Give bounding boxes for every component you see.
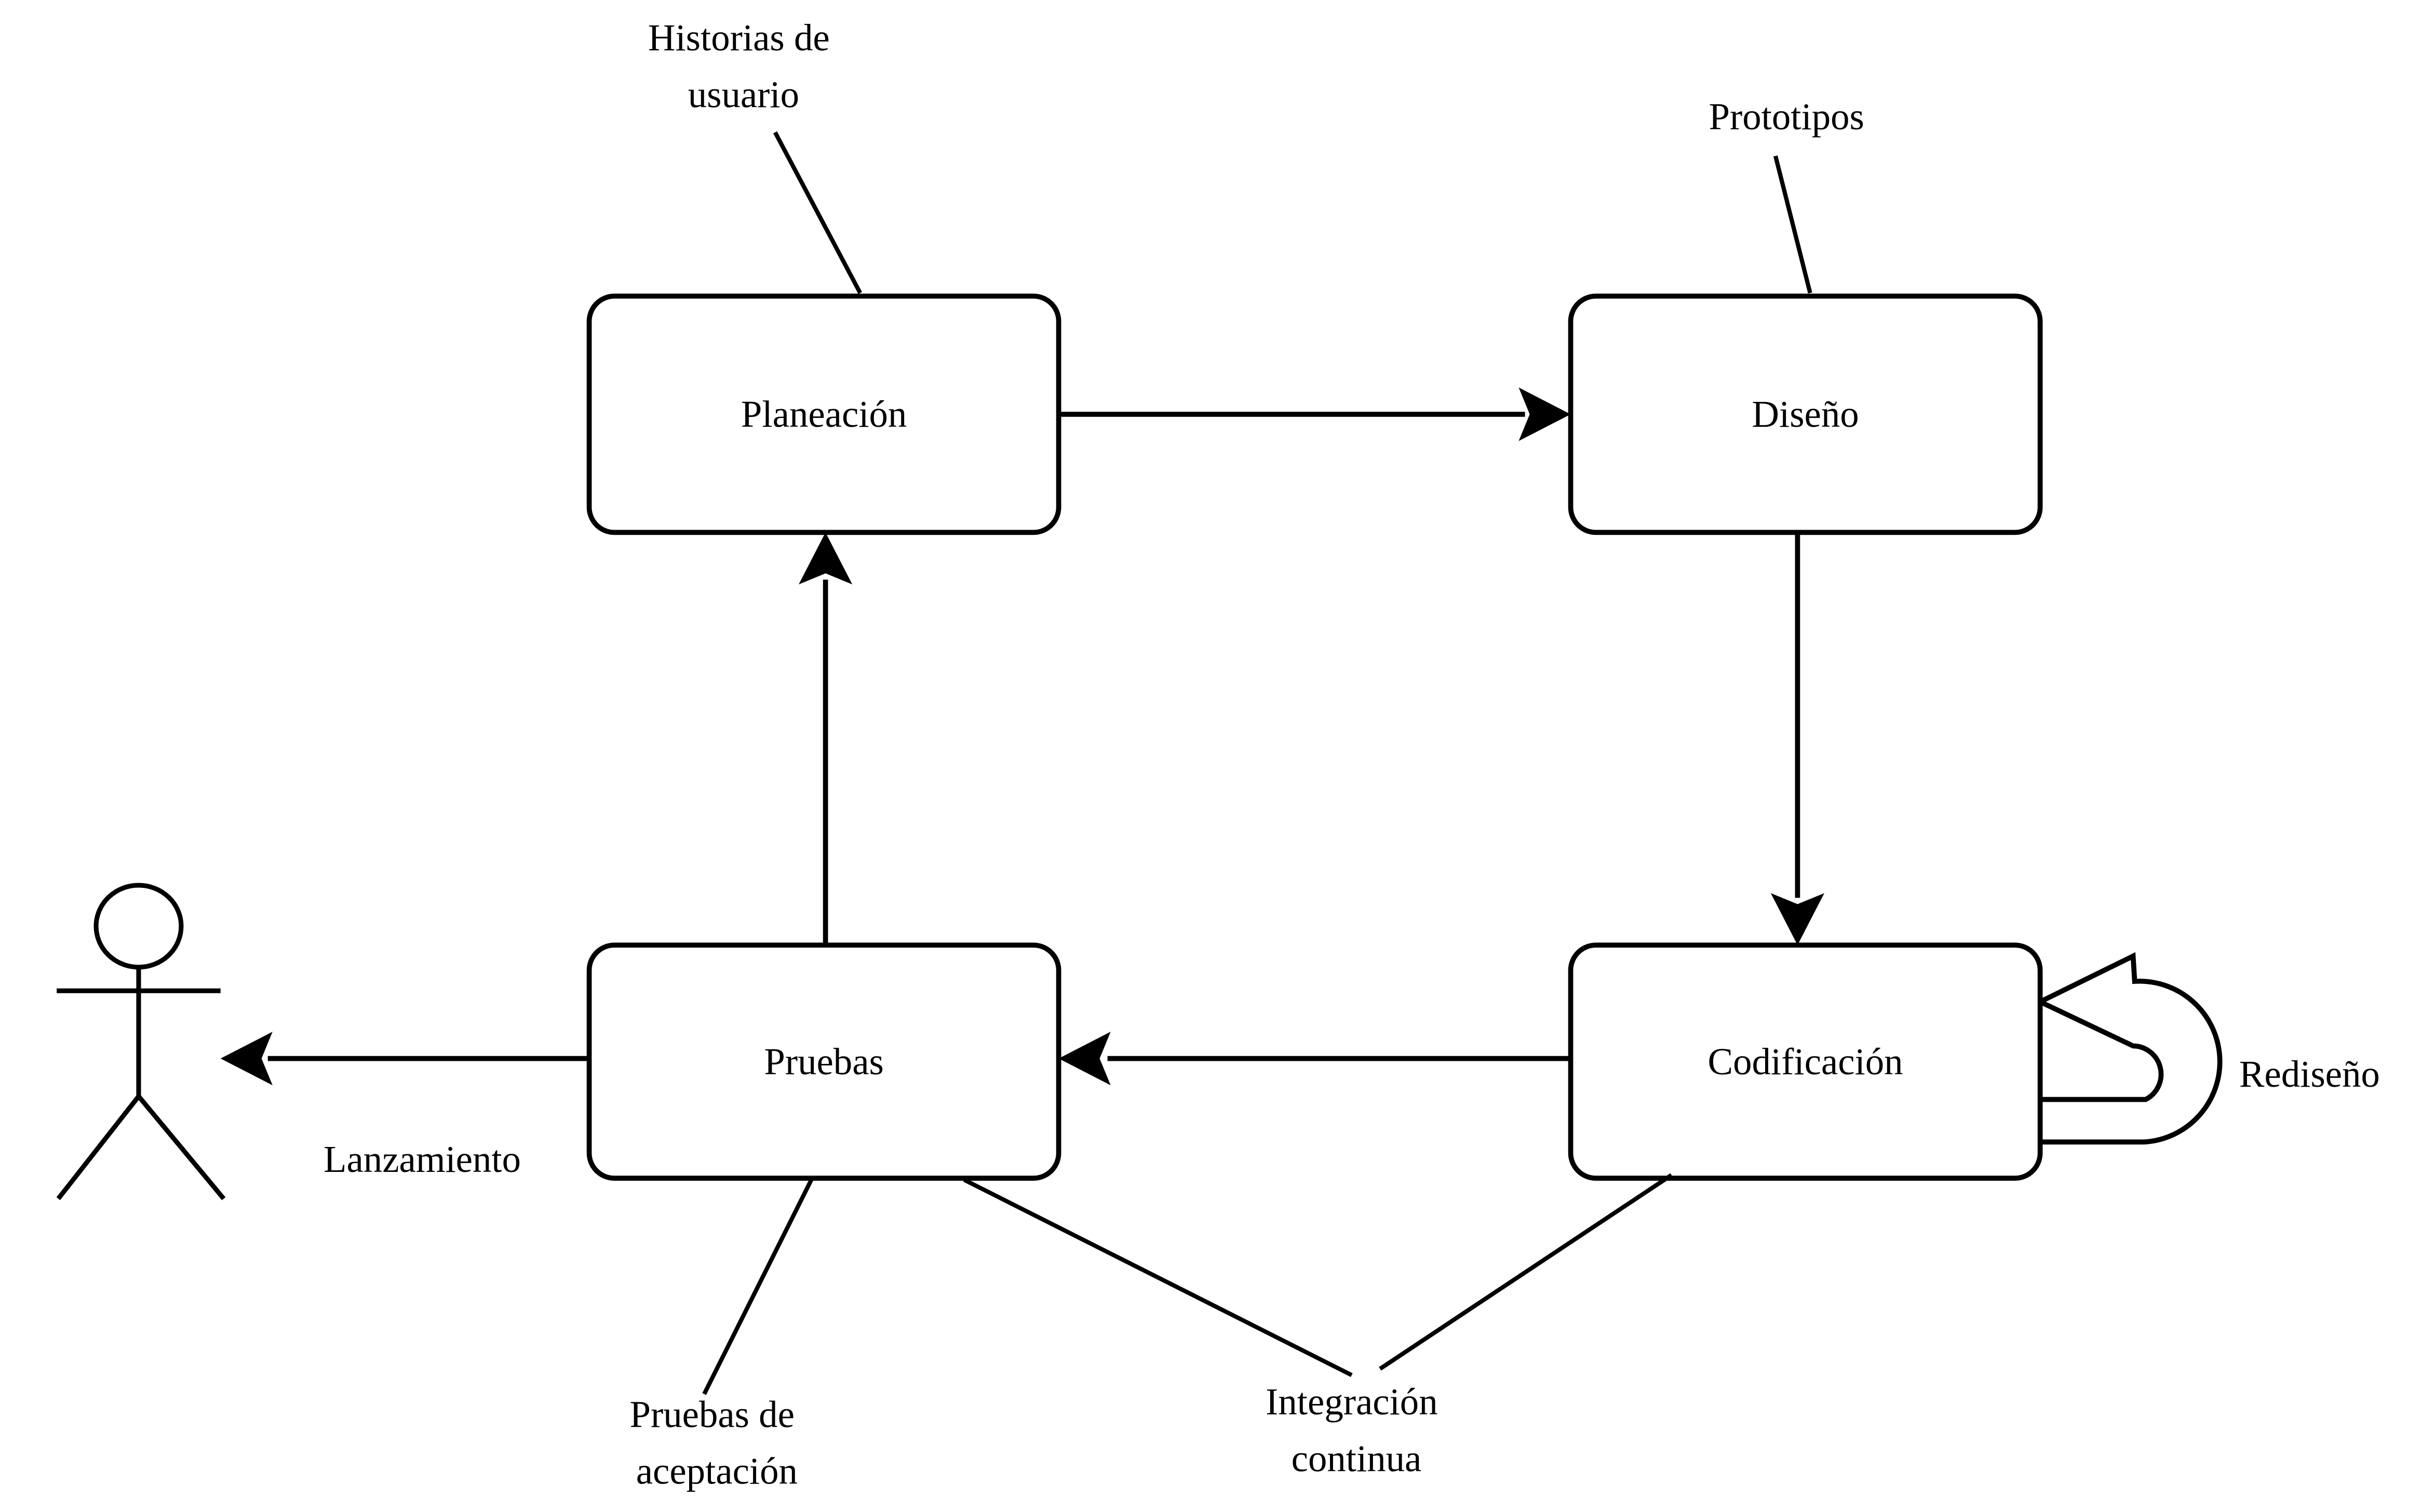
rediseno-label: Rediseño — [2239, 1053, 2380, 1095]
historias-de-usuario-label: Historias de usuario — [648, 17, 839, 115]
arrowhead-right-icon — [1518, 387, 1571, 441]
arrow-pruebas-to-planeacion — [799, 532, 853, 946]
integracion-line1: Integración — [1266, 1381, 1437, 1423]
codificacion-label: Codificación — [1708, 1041, 1903, 1083]
historias-line2: usuario — [688, 73, 799, 115]
arrowhead-down-icon — [1770, 893, 1824, 946]
pruebas-label: Pruebas — [764, 1041, 883, 1083]
integracion-continua-label: Integración continua — [1266, 1381, 1447, 1479]
prototipos-label: Prototipos — [1709, 96, 1864, 138]
lanzamiento-label: Lanzamiento — [324, 1138, 521, 1180]
node-planeacion: Planeación — [586, 293, 1061, 535]
pruebas-de-aceptacion-label: Pruebas de aceptación — [630, 1393, 804, 1492]
node-codificacion: Codificación — [1568, 942, 2043, 1181]
arrow-pruebas-to-actor — [220, 1032, 589, 1086]
leader-integracion-to-pruebas — [963, 1178, 1353, 1378]
rediseno-self-loop-arrow — [2039, 952, 2223, 1145]
leader-prototipos-to-diseno — [1773, 155, 1812, 294]
integracion-line2: continua — [1292, 1437, 1422, 1479]
arrowhead-left-icon — [1058, 1032, 1111, 1086]
codificacion-box — [1568, 942, 2043, 1181]
arrow-diseno-to-codificacion — [1770, 532, 1824, 946]
actor-left-leg — [56, 1095, 141, 1200]
arrowhead-up-icon — [799, 532, 853, 585]
historias-line1: Historias de — [648, 17, 830, 59]
actor-right-leg — [137, 1095, 226, 1200]
planeacion-label: Planeación — [741, 393, 907, 435]
node-diseno: Diseño — [1568, 293, 2043, 535]
pruebas-aceptacion-line2: aceptación — [636, 1450, 798, 1492]
leader-integracion-to-codificacion — [1379, 1173, 1673, 1371]
actor-head — [93, 883, 184, 970]
arrow-planeacion-to-diseno — [1058, 387, 1571, 441]
leader-historias-to-planeacion — [773, 131, 862, 294]
diseno-label: Diseño — [1752, 393, 1859, 435]
arrowhead-left-icon — [220, 1032, 273, 1086]
pruebas-aceptacion-line1: Pruebas de — [630, 1393, 795, 1435]
actor-stick-figure — [56, 883, 226, 1200]
node-pruebas: Pruebas — [586, 942, 1061, 1181]
arrow-codificacion-to-pruebas — [1058, 1032, 1571, 1086]
leader-pruebas-aceptacion-to-pruebas — [702, 1179, 814, 1395]
